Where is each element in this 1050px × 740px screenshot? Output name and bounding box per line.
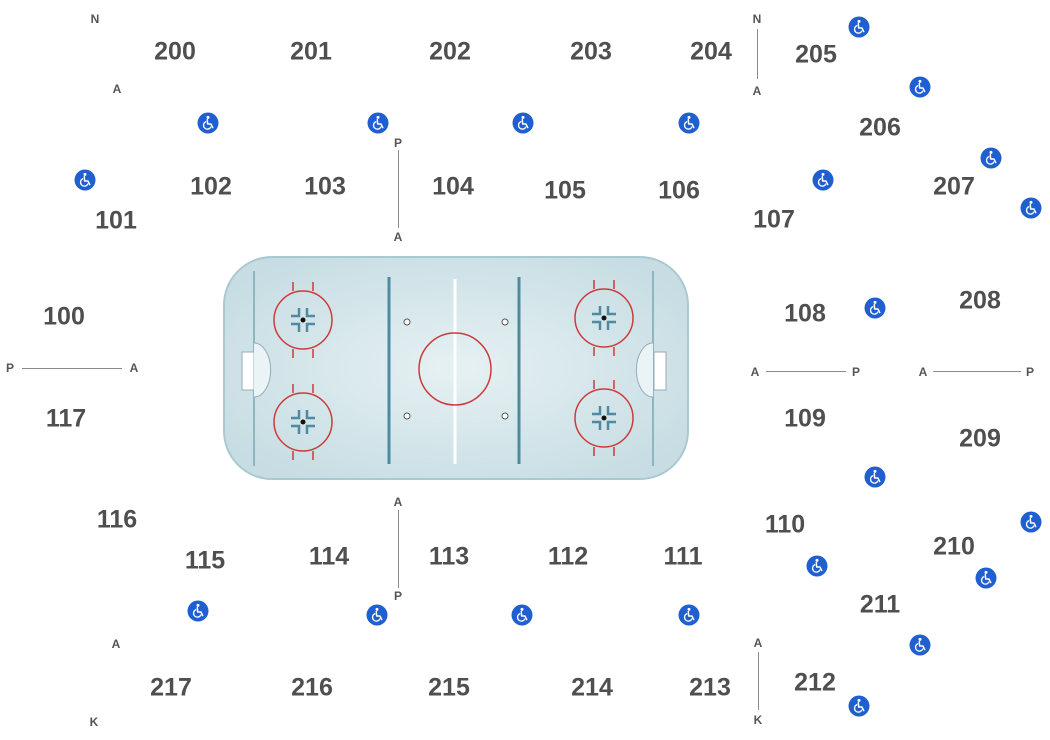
wheelchair-icon[interactable] — [909, 76, 931, 98]
section-106[interactable]: 106 — [658, 176, 700, 205]
wheelchair-icon[interactable] — [197, 112, 219, 134]
row-letter-n: N — [90, 12, 100, 26]
section-206[interactable]: 206 — [859, 113, 901, 142]
section-113[interactable]: 113 — [428, 542, 470, 571]
section-112[interactable]: 112 — [547, 542, 589, 571]
section-208[interactable]: 208 — [959, 286, 1001, 315]
guide-line-204 — [757, 29, 758, 79]
section-115[interactable]: 115 — [184, 546, 226, 575]
section-103[interactable]: 103 — [304, 172, 346, 201]
section-201[interactable]: 201 — [290, 37, 332, 66]
guide-line-208 — [933, 371, 1021, 372]
section-101[interactable]: 101 — [95, 206, 137, 235]
section-110[interactable]: 110 — [764, 510, 806, 539]
wheelchair-icon[interactable] — [864, 466, 886, 488]
center-circle — [418, 332, 492, 406]
wheelchair-icon[interactable] — [74, 169, 96, 191]
wheelchair-icon[interactable] — [678, 112, 700, 134]
section-207[interactable]: 207 — [933, 172, 975, 201]
wheelchair-icon[interactable] — [806, 555, 828, 577]
row-letter-p: P — [393, 136, 403, 150]
section-217[interactable]: 217 — [150, 673, 192, 702]
row-letter-a: A — [750, 365, 760, 379]
section-210[interactable]: 210 — [933, 532, 975, 561]
section-216[interactable]: 216 — [291, 673, 333, 702]
net-right — [653, 351, 667, 391]
faceoff-circle — [273, 282, 333, 358]
wheelchair-icon[interactable] — [187, 600, 209, 622]
row-letter-p: P — [393, 589, 403, 603]
section-209[interactable]: 209 — [959, 424, 1001, 453]
section-108[interactable]: 108 — [784, 299, 826, 328]
row-letter-a: A — [753, 636, 763, 650]
wheelchair-icon[interactable] — [511, 604, 533, 626]
row-letter-k: K — [89, 715, 99, 729]
row-letter-a: A — [918, 365, 928, 379]
guide-line-213 — [758, 652, 759, 710]
row-letter-k: K — [753, 713, 763, 727]
faceoff-circle — [574, 380, 634, 456]
wheelchair-icon[interactable] — [812, 169, 834, 191]
crease-right — [635, 342, 654, 398]
faceoff-circle — [574, 280, 634, 356]
row-letter-n: N — [752, 12, 762, 26]
wheelchair-icon[interactable] — [848, 16, 870, 38]
section-205[interactable]: 205 — [795, 40, 837, 69]
row-letter-a: A — [111, 637, 121, 651]
net-left — [241, 351, 255, 391]
wheelchair-icon[interactable] — [678, 604, 700, 626]
guide-line-center-top — [398, 150, 399, 228]
section-214[interactable]: 214 — [571, 673, 613, 702]
wheelchair-icon[interactable] — [1020, 511, 1042, 533]
section-100[interactable]: 100 — [43, 302, 85, 331]
wheelchair-icon[interactable] — [366, 604, 388, 626]
wheelchair-icon[interactable] — [512, 112, 534, 134]
section-117[interactable]: 117 — [45, 404, 87, 433]
section-200[interactable]: 200 — [154, 37, 196, 66]
crease-left — [253, 342, 272, 398]
wheelchair-icon[interactable] — [848, 695, 870, 717]
section-212[interactable]: 212 — [794, 668, 836, 697]
section-202[interactable]: 202 — [429, 37, 471, 66]
wheelchair-icon[interactable] — [1020, 197, 1042, 219]
wheelchair-icon[interactable] — [980, 147, 1002, 169]
wheelchair-icon[interactable] — [909, 634, 931, 656]
section-116[interactable]: 116 — [96, 505, 138, 534]
wheelchair-icon[interactable] — [864, 297, 886, 319]
guide-line-108 — [766, 371, 846, 372]
neutral-zone-dots — [403, 318, 509, 420]
row-letter-a: A — [112, 82, 122, 96]
guide-line-left-mid — [22, 368, 122, 369]
section-102[interactable]: 102 — [190, 172, 232, 201]
section-109[interactable]: 109 — [784, 404, 826, 433]
row-letter-a: A — [393, 230, 403, 244]
wheelchair-icon[interactable] — [367, 112, 389, 134]
row-letter-a: A — [129, 361, 139, 375]
row-letter-a: A — [393, 495, 403, 509]
row-letter-p: P — [1025, 365, 1035, 379]
faceoff-circles — [273, 280, 634, 460]
row-letter-a: A — [752, 84, 762, 98]
section-111[interactable]: 111 — [663, 542, 703, 571]
section-204[interactable]: 204 — [690, 37, 732, 66]
row-letter-p: P — [5, 361, 15, 375]
section-203[interactable]: 203 — [570, 37, 612, 66]
section-105[interactable]: 105 — [544, 176, 586, 205]
row-letter-p: P — [851, 365, 861, 379]
section-213[interactable]: 213 — [689, 673, 731, 702]
wheelchair-icon[interactable] — [975, 567, 997, 589]
section-211[interactable]: 211 — [859, 590, 901, 619]
section-104[interactable]: 104 — [432, 172, 474, 201]
faceoff-circle — [273, 384, 333, 460]
section-114[interactable]: 114 — [308, 542, 350, 571]
section-107[interactable]: 107 — [753, 205, 795, 234]
section-215[interactable]: 215 — [428, 673, 470, 702]
guide-line-center-bottom — [398, 510, 399, 588]
